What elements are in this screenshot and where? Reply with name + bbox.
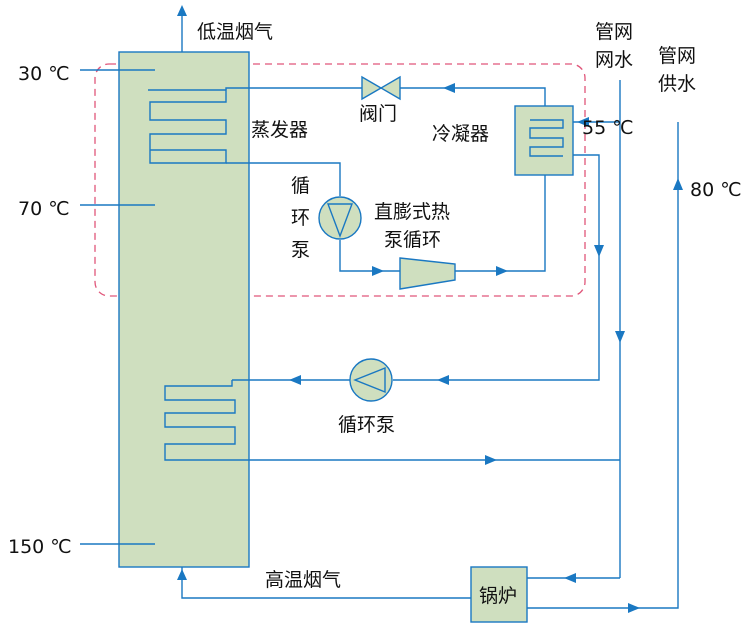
arrow-to-valve	[443, 83, 455, 93]
evaporator-label: 蒸发器	[251, 119, 308, 141]
lower-pump-label: 循环泵	[338, 414, 395, 436]
arrow-flue-up	[177, 569, 187, 580]
network-water-label-1: 管网	[595, 21, 633, 43]
condenser-coil	[529, 119, 564, 157]
valve-left-half	[361, 75, 383, 101]
supply-water-pipe	[527, 122, 679, 609]
arrow-supply-up	[673, 178, 683, 190]
valve-to-evaporator-pipe	[225, 87, 362, 90]
upper-pump-label-2: 环	[291, 207, 310, 229]
heat-pump-cycle-label-2: 泵循环	[384, 229, 441, 251]
compressor-to-condenser-pipe	[455, 175, 546, 272]
arrow-network-down	[615, 331, 625, 343]
network-water-label-2: 网水	[595, 49, 633, 71]
lower-pump-triangle	[353, 366, 386, 394]
temp-55-label: 55 ℃	[582, 117, 634, 139]
upper-pump-triangle	[326, 203, 354, 238]
boiler	[470, 566, 528, 623]
condenser-label: 冷凝器	[432, 123, 489, 145]
temp-150-label: 150 ℃	[8, 536, 72, 558]
condenser-to-valve-pipe	[400, 87, 546, 106]
lower-coil	[164, 380, 620, 461]
boiler-label: 锅炉	[479, 585, 517, 607]
condenser-outlet-pipe	[393, 154, 600, 381]
arrow-boiler-out	[628, 603, 640, 613]
network-supply-label-2: 供水	[658, 73, 696, 95]
arrow-lower-coil-out	[485, 455, 497, 465]
arrow-to-compressor	[372, 266, 384, 276]
exhaust-arrow	[177, 5, 187, 16]
arrow-into-boiler	[564, 573, 576, 583]
temp-30-label: 30 ℃	[18, 63, 70, 85]
condenser	[514, 105, 574, 176]
network-supply-label-1: 管网	[658, 45, 696, 67]
arrow-to-lower-pump	[437, 375, 449, 385]
evaporator-outlet-pipe	[226, 162, 341, 196]
arrow-compressor-out	[496, 266, 508, 276]
valve-label: 阀门	[359, 103, 397, 125]
high-temp-flue-label: 高温烟气	[265, 569, 341, 591]
flue-gas-tower	[118, 51, 250, 568]
compressor	[399, 257, 456, 290]
temp-70-label: 70 ℃	[18, 198, 70, 220]
low-temp-flue-label: 低温烟气	[197, 21, 273, 43]
temp-80-label: 80 ℃	[690, 179, 742, 201]
valve-right-half	[379, 75, 401, 101]
upper-pump-label-1: 循	[291, 175, 310, 197]
upper-pump-label-3: 泵	[291, 239, 310, 261]
arrow-to-lower-coil	[289, 375, 301, 385]
arrow-into-condenser	[577, 117, 589, 127]
heat-pump-boundary	[94, 63, 586, 297]
heat-pump-cycle-label-1: 直膨式热	[374, 201, 450, 223]
arrow-down-right	[594, 245, 604, 257]
